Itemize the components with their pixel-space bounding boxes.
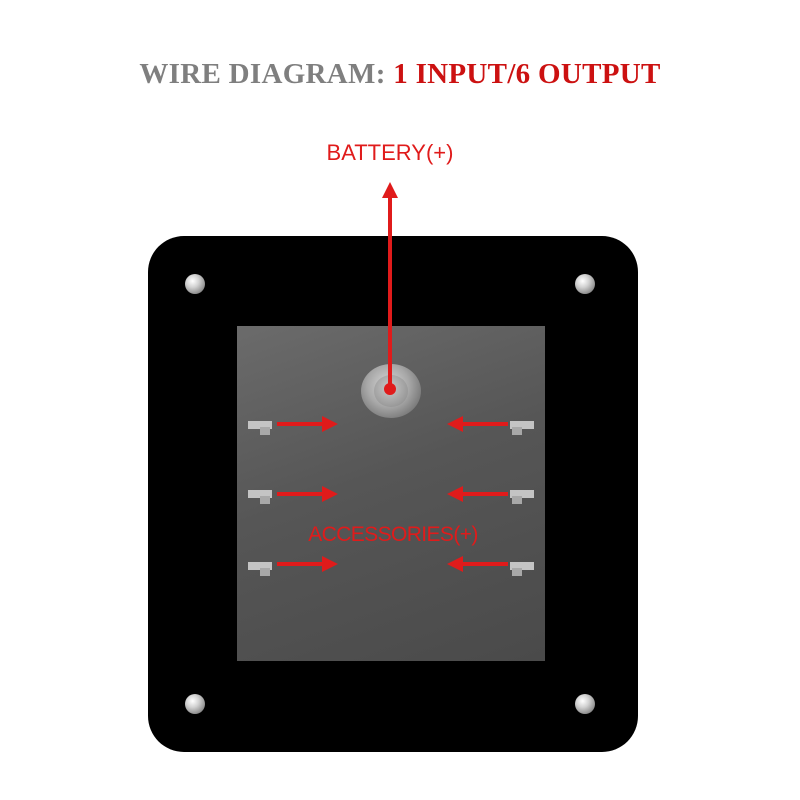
title-prefix: WIRE DIAGRAM: — [139, 58, 394, 90]
stud-center-dot — [384, 383, 396, 395]
screw-bottom-left-icon — [185, 694, 205, 714]
output-terminal-right-1 — [510, 421, 534, 435]
screw-top-right-icon — [575, 274, 595, 294]
diagram-title: WIRE DIAGRAM: 1 INPUT/6 OUTPUT — [0, 58, 800, 91]
output-terminal-left-1 — [248, 421, 272, 435]
output-terminal-right-2 — [510, 490, 534, 504]
battery-label: BATTERY(+) — [326, 140, 454, 165]
screw-bottom-right-icon — [575, 694, 595, 714]
accessories-label: ACCESSORIES(+) — [308, 523, 478, 546]
output-terminal-left-2 — [248, 490, 272, 504]
output-terminal-left-3 — [248, 562, 272, 576]
title-suffix: 1 INPUT/6 OUTPUT — [393, 58, 661, 90]
output-terminal-right-3 — [510, 562, 534, 576]
screw-top-left-icon — [185, 274, 205, 294]
